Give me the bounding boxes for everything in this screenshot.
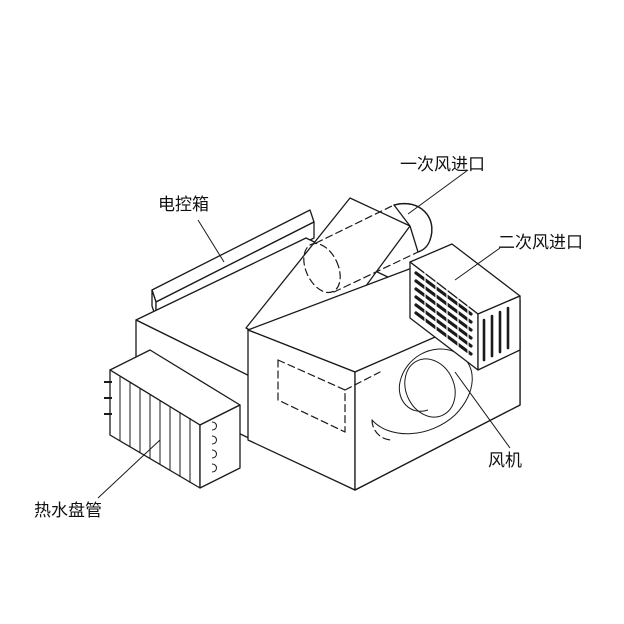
leader-lines [97, 169, 511, 499]
hot-water-coil-label: 热水盘管 [34, 501, 102, 521]
control-box-label: 电控箱 [158, 195, 209, 215]
primary-air-inlet-duct [303, 202, 433, 294]
primary-air-inlet-label: 一次风进口 [400, 155, 485, 175]
hot-water-coil [104, 349, 241, 489]
fan-label: 风机 [488, 451, 522, 471]
secondary-air-inlet-label: 二次风进口 [498, 233, 583, 253]
secondary-air-inlet-grille [409, 243, 521, 371]
